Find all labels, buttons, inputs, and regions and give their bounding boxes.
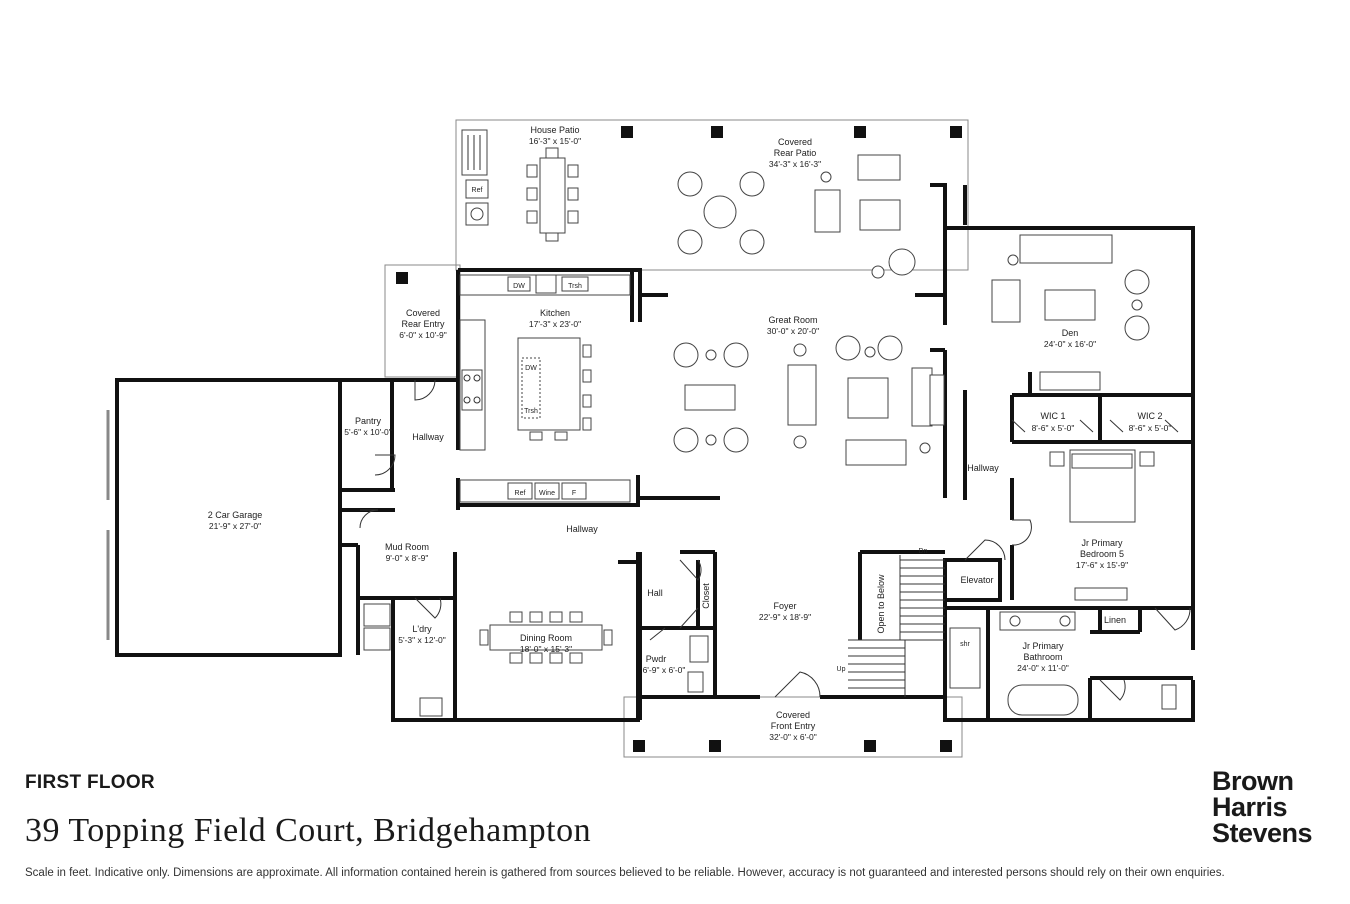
label-wic1: WIC 1 <box>1040 411 1065 421</box>
walls <box>106 183 1195 722</box>
dim-mud-room: 9'-0" x 8'-9" <box>386 553 429 563</box>
label-front-entry-1: Covered <box>776 710 810 720</box>
dim-foyer: 22'-9" x 18'-9" <box>759 612 811 622</box>
label-house-patio: House Patio <box>530 125 579 135</box>
great-room-furniture <box>673 335 945 466</box>
bath-fixtures <box>687 611 1177 716</box>
label-ref-wall: Ref <box>515 490 526 497</box>
dim-pantry: 5'-6" x 10'-0" <box>344 427 392 437</box>
label-covered-rear-entry-2: Rear Entry <box>401 319 445 329</box>
label-elevator: Elevator <box>960 575 993 585</box>
dim-house-patio: 16'-3" x 15'-0" <box>529 136 581 146</box>
label-powder: Pwdr <box>646 654 667 664</box>
stairs <box>848 555 945 697</box>
label-laundry: L'dry <box>412 624 432 634</box>
kitchen-furniture <box>459 274 631 503</box>
dim-laundry: 5'-3" x 12'-0" <box>398 635 446 645</box>
label-stair-up: Up <box>837 666 846 673</box>
dim-jr-bath: 24'-0" x 11'-0" <box>1017 663 1069 673</box>
label-trsh-counter: Trsh <box>568 283 582 290</box>
doors <box>359 379 1191 701</box>
dim-wic2: 8'-6" x 5'-0" <box>1129 423 1172 433</box>
label-dw-counter: DW <box>513 283 525 290</box>
dim-covered-rear-patio: 34'-3" x 16'-3" <box>769 159 821 169</box>
label-shower: shr <box>960 641 970 648</box>
floor-plan: House Patio 16'-3" x 15'-0" Covered Rear… <box>106 119 1195 758</box>
label-covered-rear-patio-2: Rear Patio <box>774 148 817 158</box>
property-address: 39 Topping Field Court, Bridgehampton <box>25 812 592 849</box>
laundry-fixtures <box>363 603 443 717</box>
dim-powder: 6'-9" x 6'-0" <box>643 665 686 675</box>
brand-line-3: Stevens <box>1212 818 1313 848</box>
patio-posts <box>396 126 962 752</box>
brand-logo: Brown Harris Stevens <box>1212 766 1313 848</box>
den-furniture <box>991 234 1150 391</box>
brand-line-2: Harris <box>1212 792 1288 822</box>
label-hall: Hall <box>647 588 663 598</box>
fixture-labels: Ref DW Trsh DW Trsh Ref Wine F Dn Up shr <box>472 187 971 673</box>
label-covered-rear-entry-1: Covered <box>406 308 440 318</box>
dim-front-entry: 32'-0" x 6'-0" <box>769 732 817 742</box>
dim-kitchen: 17'-3" x 23'-0" <box>529 319 581 329</box>
dim-covered-rear-entry: 6'-0" x 10'-9" <box>399 330 447 340</box>
label-wine-wall: Wine <box>539 490 555 497</box>
dim-jr-bedroom: 17'-6" x 15'-9" <box>1076 560 1128 570</box>
label-den: Den <box>1062 328 1079 338</box>
label-front-entry-2: Front Entry <box>771 721 816 731</box>
label-ref-patio: Ref <box>472 187 483 194</box>
brand-line-1: Brown <box>1212 766 1294 796</box>
patio-furniture <box>461 129 916 279</box>
disclaimer-text: Scale in feet. Indicative only. Dimensio… <box>25 867 1225 879</box>
dining-furniture <box>479 611 613 664</box>
label-covered-rear-patio-1: Covered <box>778 137 812 147</box>
dim-den: 24'-0" x 16'-0" <box>1044 339 1096 349</box>
label-linen: Linen <box>1104 615 1126 625</box>
label-closet: Closet <box>701 583 711 609</box>
label-garage: 2 Car Garage <box>208 510 263 520</box>
label-open-below: Open to Below <box>876 574 886 634</box>
label-great-room: Great Room <box>768 315 817 325</box>
patio-outlines <box>384 119 969 758</box>
label-stair-dn: Dn <box>919 548 928 555</box>
label-f-wall: F <box>572 490 576 497</box>
room-labels: House Patio 16'-3" x 15'-0" Covered Rear… <box>208 125 1172 742</box>
label-foyer: Foyer <box>773 601 796 611</box>
dim-dining: 18'-0" x 15'-3" <box>520 644 572 654</box>
label-jr-bath-2: Bathroom <box>1023 652 1062 662</box>
dim-wic1: 8'-6" x 5'-0" <box>1032 423 1075 433</box>
dim-garage: 21'-9" x 27'-0" <box>209 521 261 531</box>
label-pantry: Pantry <box>355 416 382 426</box>
dim-great-room: 30'-0" x 20'-0" <box>767 326 819 336</box>
label-hallway-left: Hallway <box>412 432 444 442</box>
label-jr-bedroom-2: Bedroom 5 <box>1080 549 1124 559</box>
label-mud-room: Mud Room <box>385 542 429 552</box>
label-jr-bedroom-1: Jr Primary <box>1082 538 1123 548</box>
label-hallway-right: Hallway <box>967 463 999 473</box>
label-trsh-island: Trsh <box>524 408 538 415</box>
label-dining: Dining Room <box>520 633 572 643</box>
label-wic2: WIC 2 <box>1137 411 1162 421</box>
label-jr-bath-1: Jr Primary <box>1023 641 1064 651</box>
label-hallway-center: Hallway <box>566 524 598 534</box>
label-kitchen: Kitchen <box>540 308 570 318</box>
label-dw-island: DW <box>525 365 537 372</box>
bedroom-furniture <box>1049 449 1155 601</box>
floor-title: FIRST FLOOR <box>25 772 155 793</box>
